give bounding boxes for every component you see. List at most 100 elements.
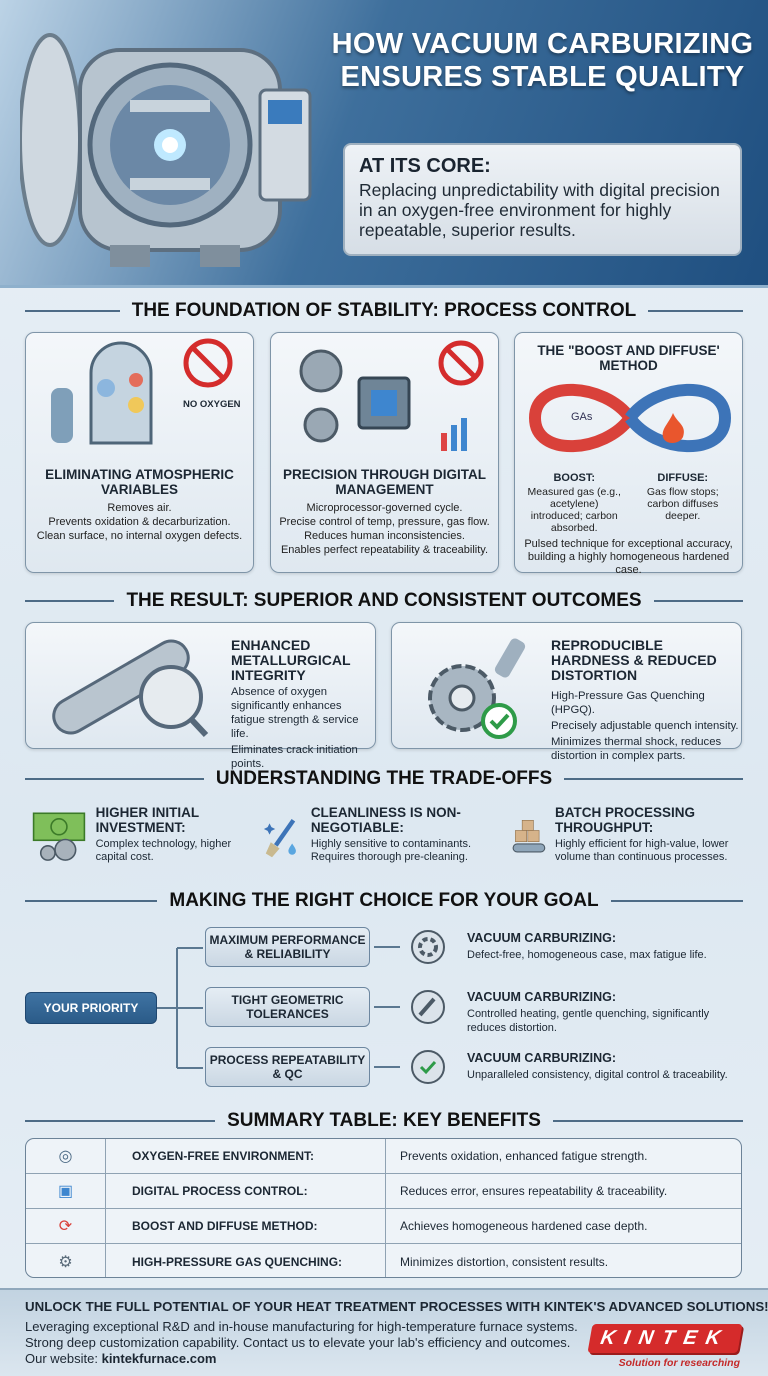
tradeoff-title: CLEANLINESS IS NON-NEGOTIABLE: <box>310 805 461 835</box>
section-title: THE FOUNDATION OF STABILITY: PROCESS CON… <box>131 300 637 321</box>
card-eliminating-variables: NO OXYGEN ELIMINATING ATMOSPHERIC VARIAB… <box>25 332 254 573</box>
tradeoff-text: Complex technology, higher capital cost. <box>95 838 232 863</box>
card-title: ENHANCED METALLURGICAL INTEGRITY <box>231 637 351 683</box>
kintek-logo: KINTEK Solution for researching <box>587 1324 743 1369</box>
card-line: Eliminates crack initiation points. <box>231 744 358 770</box>
tradeoff-title: BATCH PROCESSING THROUGHPUT: <box>555 805 696 835</box>
section-heading-tradeoffs: UNDERSTANDING THE TRADE-OFFS <box>0 768 768 790</box>
row-value: Achieves homogeneous hardened case depth… <box>400 1219 648 1233</box>
result-text: Controlled heating, gentle quenching, si… <box>467 1008 710 1034</box>
section-heading-choice: MAKING THE RIGHT CHOICE FOR YOUR GOAL <box>0 890 768 912</box>
card-line: Removes air. <box>107 502 172 514</box>
footer-headline: UNLOCK THE FULL POTENTIAL OF YOUR HEAT T… <box>25 1299 768 1314</box>
card-line: Precisely adjustable quench intensity. <box>551 720 739 732</box>
website-link[interactable]: kintekfurnace.com <box>101 1351 217 1366</box>
tradeoff-batch: BATCH PROCESSING THROUGHPUT: Highly effic… <box>512 805 752 870</box>
diffuse-label: DIFFUSE: <box>657 472 709 484</box>
card-title: PRECISION THROUGH DIGITAL MANAGEMENT <box>282 467 486 497</box>
card-boost-diffuse: THE "BOOST AND DIFFUSE' METHOD GAs BOOST… <box>514 332 743 576</box>
furnace-icon: ◎ <box>26 1139 106 1173</box>
result-title: VACUUM CARBURIZING: <box>467 931 617 945</box>
result-title: VACUUM CARBURIZING: <box>467 1051 617 1065</box>
card-line: Clean surface, no internal oxygen defect… <box>36 530 243 542</box>
website-label: Our website: <box>25 1351 102 1366</box>
no-oxygen-badge: NO OXYGEN <box>183 399 241 410</box>
result-performance: VACUUM CARBURIZING: Defect-free, homogene… <box>467 931 747 962</box>
card-title: THE "BOOST AND DIFFUSE' METHOD <box>537 343 720 373</box>
tradeoff-investment: HIGHER INITIAL INVESTMENT: Complex techno… <box>32 805 252 870</box>
boxes-conveyor-icon <box>512 820 546 853</box>
section-heading-result: THE RESULT: SUPERIOR AND CONSISTENT OUTC… <box>0 590 768 612</box>
table-row: ⟳BOOST AND DIFFUSE METHOD: Achieves homog… <box>26 1209 741 1244</box>
gas-label: GAs <box>571 411 593 423</box>
cycle-icon: ⟳ <box>26 1209 106 1243</box>
micrometer-icon <box>411 990 445 1024</box>
boost-text: Measured gas (e.g., acetylene) introduce… <box>527 486 621 534</box>
section-heading-foundation: THE FOUNDATION OF STABILITY: PROCESS CON… <box>0 300 768 322</box>
section-title: UNDERSTANDING THE TRADE-OFFS <box>215 768 553 789</box>
money-gears-icon <box>32 812 86 861</box>
result-repeatability: VACUUM CARBURIZING: Unparalleled consiste… <box>467 1051 747 1082</box>
result-text: Unparalleled consistency, digital contro… <box>467 1069 728 1081</box>
card-line: Reduces human inconsistencies. <box>304 530 465 542</box>
card-line: Prevents oxidation & decarburization. <box>48 516 231 528</box>
gear-check-icon: ⚙ <box>26 1244 106 1277</box>
goal-repeatability[interactable]: PROCESS REPEATABILITY & QC <box>205 1047 370 1087</box>
section-heading-summary: SUMMARY TABLE: KEY BENEFITS <box>0 1110 768 1132</box>
boost-diffuse-cycle-icon: GAs <box>515 373 742 463</box>
tradeoff-cleanliness: CLEANLINESS IS NON-NEGOTIABLE: Highly sen… <box>262 805 512 870</box>
card-line: Minimizes thermal shock, reduces distort… <box>551 736 722 762</box>
table-row: ⚙HIGH-PRESSURE GAS QUENCHING: Minimizes d… <box>26 1244 741 1277</box>
summary-table: ◎OXYGEN-FREE ENVIRONMENT: Prevents oxidat… <box>25 1138 742 1278</box>
card-line: High-Pressure Gas Quenching (HPGQ). <box>551 690 705 716</box>
card-line: Absence of oxygen significantly enhances… <box>231 686 359 740</box>
core-summary-box: AT ITS CORE: Replacing unpredictability … <box>343 143 742 256</box>
core-text: Replacing unpredictability with digital … <box>359 180 720 240</box>
footer-line: Leveraging exceptional R&D and in-house … <box>25 1319 578 1334</box>
hero-banner: HOW VACUUM CARBURIZING ENSURES STABLE QU… <box>0 0 768 288</box>
gear-icon <box>411 930 445 964</box>
section-title: THE RESULT: SUPERIOR AND CONSISTENT OUTC… <box>126 590 642 611</box>
vacuum-furnace-illustration <box>20 33 312 267</box>
card-reproducible-hardness: REPRODUCIBLE HARDNESS & REDUCED DISTORTI… <box>391 622 742 762</box>
choice-icons <box>374 930 445 1084</box>
footer-line: Strong deep customization capability. Co… <box>25 1335 571 1350</box>
card-line: Enables perfect repeatability & traceabi… <box>280 544 489 556</box>
page-title: HOW VACUUM CARBURIZING ENSURES STABLE QU… <box>331 28 754 93</box>
brush-icon <box>263 818 296 858</box>
row-value: Minimizes distortion, consistent results… <box>400 1254 609 1269</box>
row-key: DIGITAL PROCESS CONTROL: <box>106 1174 386 1208</box>
row-key: BOOST AND DIFFUSE METHOD: <box>106 1209 386 1243</box>
chip-icon: ▣ <box>26 1174 106 1208</box>
logo-text: KINTEK <box>587 1324 743 1353</box>
row-key: OXYGEN-FREE ENVIRONMENT: <box>106 1139 386 1173</box>
row-value: Reduces error, ensures repeatability & t… <box>400 1184 668 1198</box>
result-tolerances: VACUUM CARBURIZING:Controlled heating, g… <box>467 990 747 1035</box>
check-magnifier-icon <box>411 1050 445 1084</box>
your-priority-button[interactable]: YOUR PRIORITY <box>25 992 157 1024</box>
section-title: MAKING THE RIGHT CHOICE FOR YOUR GOAL <box>169 890 599 911</box>
card-digital-management: PRECISION THROUGH DIGITAL MANAGEMENT Mic… <box>270 332 499 573</box>
tradeoff-text: Highly sensitive to contaminants. Requir… <box>310 838 471 863</box>
tradeoff-title: HIGHER INITIAL INVESTMENT: <box>95 805 199 835</box>
row-key: HIGH-PRESSURE GAS QUENCHING: <box>106 1244 386 1277</box>
card-line: Precise control of temp, pressure, gas f… <box>279 516 490 528</box>
card-line: Microprocessor-governed cycle. <box>306 502 463 514</box>
card-title: ELIMINATING ATMOSPHERIC VARIABLES <box>45 467 234 497</box>
choice-connectors <box>157 947 203 1069</box>
goal-tolerances[interactable]: TIGHT GEOMETRIC TOLERANCES <box>205 987 370 1027</box>
result-text: Defect-free, homogeneous case, max fatig… <box>467 949 707 961</box>
tradeoff-text: Highly efficient for high-value, lower v… <box>555 838 729 863</box>
row-value: Prevents oxidation, enhanced fatigue str… <box>400 1149 648 1163</box>
vacuum-chamber-icon: NO OXYGEN <box>26 333 253 463</box>
card-metallurgical-integrity: ENHANCED METALLURGICAL INTEGRITY Absence… <box>25 622 376 770</box>
card-title: REPRODUCIBLE HARDNESS & REDUCED DISTORTI… <box>551 637 717 683</box>
logo-tagline: Solution for researching <box>618 1357 740 1369</box>
microprocessor-icon <box>271 333 498 463</box>
section-title: SUMMARY TABLE: KEY BENEFITS <box>227 1110 541 1131</box>
goal-performance[interactable]: MAXIMUM PERFORMANCE & RELIABILITY <box>205 927 370 967</box>
method-summary: Pulsed technique for exceptional accurac… <box>524 538 733 576</box>
footer-website-line: Our website: kintekfurnace.com <box>25 1351 743 1367</box>
diffuse-text: Gas flow stops; carbon diffuses deeper. <box>646 486 719 522</box>
magnifier-shaft-icon <box>52 639 209 738</box>
